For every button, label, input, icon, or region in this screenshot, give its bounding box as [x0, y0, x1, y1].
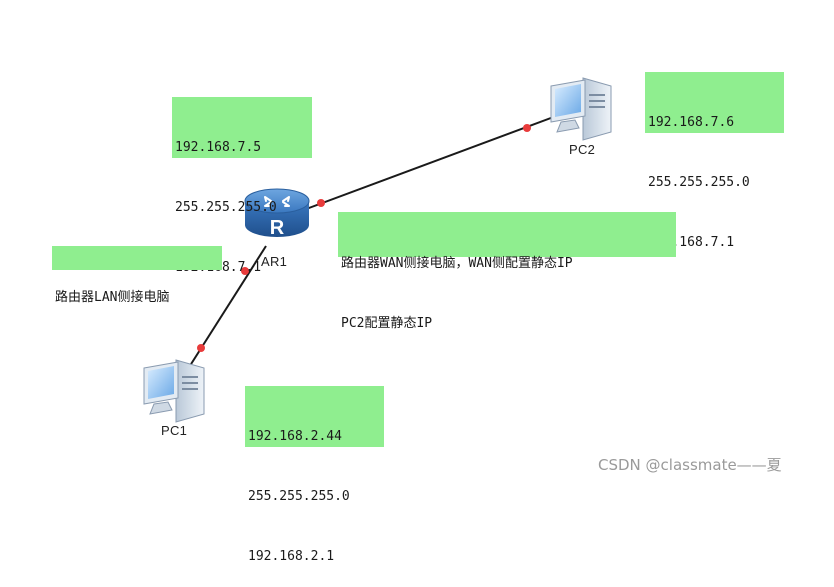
wan-description-line: PC2配置静态IP — [341, 316, 433, 331]
subnet-mask: 255.255.255.0 — [648, 175, 750, 190]
desktop-pc-icon[interactable] — [143, 359, 205, 423]
port-dot-ar1-lan — [241, 267, 249, 275]
desktop-pc-icon[interactable] — [550, 77, 612, 141]
ip-address: 192.168.7.5 — [175, 140, 262, 155]
pc2-ip-note: 192.168.7.6 255.255.255.0 192.168.7.1 — [645, 72, 784, 250]
gateway: 192.168.2.1 — [248, 549, 335, 564]
lan-description-line: 路由器LAN侧接电脑 — [55, 290, 170, 305]
port-dot-ar1-wan — [317, 199, 325, 207]
watermark: CSDN @classmate——夏 — [598, 456, 782, 474]
router-icon[interactable]: R — [244, 188, 310, 239]
router-label: AR1 — [261, 254, 288, 269]
wan-description-line: 路由器WAN侧接电脑，WAN侧配置静态IP — [341, 256, 573, 271]
pc2-label: PC2 — [569, 142, 596, 157]
subnet-mask: 255.255.255.0 — [248, 489, 350, 504]
pc1-label: PC1 — [161, 423, 188, 438]
ip-address: 192.168.7.6 — [648, 115, 735, 130]
pc1-ip-note: 192.168.2.44 255.255.255.0 192.168.2.1 — [245, 386, 384, 564]
router-lan-ip-note: 192.168.7.5 255.255.255.0 192.168.7.1 — [172, 97, 312, 275]
port-dot-pc1 — [197, 344, 205, 352]
ip-address: 192.168.2.44 — [248, 429, 342, 444]
wan-description-note: 路由器WAN侧接电脑，WAN侧配置静态IP PC2配置静态IP — [338, 212, 676, 331]
topology-canvas: R — [143, 77, 612, 423]
router-badge: R — [270, 217, 285, 239]
port-dot-pc2 — [523, 124, 531, 132]
link-ar1-pc2[interactable] — [281, 111, 568, 219]
lan-description-note: 路由器LAN侧接电脑 — [52, 246, 222, 305]
subnet-mask: 255.255.255.0 — [175, 200, 277, 215]
